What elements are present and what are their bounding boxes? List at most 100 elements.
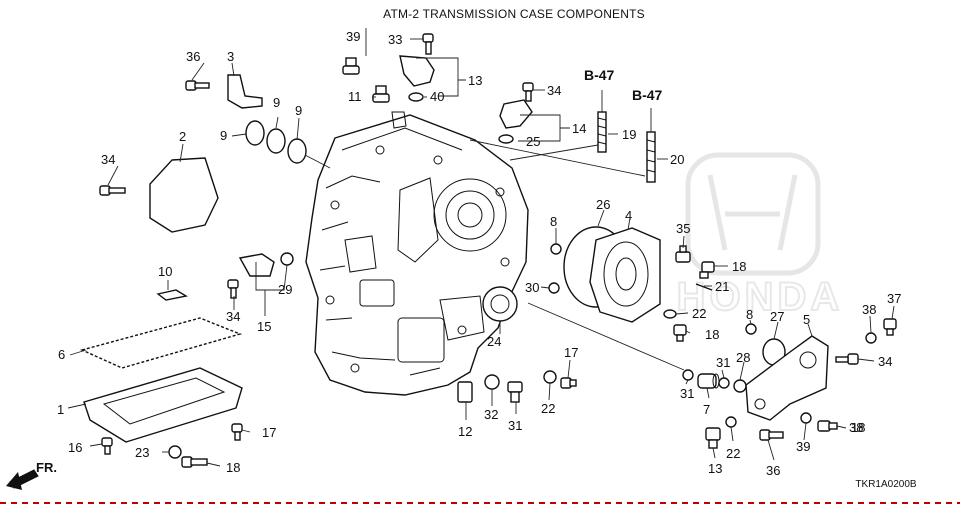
bolt-34-right bbox=[835, 353, 859, 365]
callout-label: 22 bbox=[692, 306, 706, 321]
drawing-code: TKR1A0200B bbox=[855, 479, 916, 490]
callout-label: 3 bbox=[227, 49, 234, 64]
end-cover-4 bbox=[589, 227, 661, 323]
bolt-32 bbox=[507, 381, 523, 403]
drain-bolt-17-right bbox=[231, 423, 243, 441]
callout-label: 2 bbox=[179, 129, 186, 144]
stud-bolt-21 bbox=[646, 131, 656, 183]
callout-label: 28 bbox=[736, 350, 750, 365]
sensor-16 bbox=[238, 253, 275, 277]
transmission-case bbox=[305, 111, 529, 396]
valve-body-5 bbox=[745, 335, 829, 421]
plug-40 bbox=[342, 57, 360, 75]
sensor-15 bbox=[499, 99, 533, 129]
washer-22-mid bbox=[663, 309, 677, 319]
o-ring-9 bbox=[245, 120, 307, 164]
callout-label: 17 bbox=[262, 425, 276, 440]
callout-label: 4 bbox=[625, 208, 632, 223]
callout-label: 29 bbox=[278, 282, 292, 297]
callout-label: 11 bbox=[348, 89, 362, 104]
callout-label: 34 bbox=[101, 152, 115, 167]
reference-label-b47-left: B-47 bbox=[584, 67, 615, 83]
bracket-3 bbox=[227, 74, 263, 109]
callout-label: 18 bbox=[732, 259, 746, 274]
cover-2 bbox=[149, 157, 219, 233]
callout-label: 9 bbox=[273, 95, 280, 110]
callout-label: 33 bbox=[388, 32, 402, 47]
washer-39-lower bbox=[800, 412, 812, 424]
callout-label: 9 bbox=[295, 103, 302, 118]
callout-label: 31 bbox=[680, 386, 694, 401]
honda-watermark-logo: HONDA bbox=[676, 152, 844, 320]
bolt-19 bbox=[181, 456, 208, 468]
callout-label: 10 bbox=[158, 264, 172, 279]
sensor-14 bbox=[399, 55, 435, 87]
callout-label: 24 bbox=[487, 334, 501, 349]
callout-label: 26 bbox=[596, 197, 610, 212]
callout-label: 18 bbox=[226, 460, 240, 475]
bolt-38-upper bbox=[883, 318, 897, 336]
callout-label: 13 bbox=[708, 461, 722, 476]
drain-bolt-17-left bbox=[101, 437, 113, 455]
callout-label: 18 bbox=[851, 420, 865, 435]
sensor-13 bbox=[705, 427, 721, 449]
callout-label: 5 bbox=[803, 312, 810, 327]
callout-label: 22 bbox=[726, 446, 740, 461]
reference-label-b47-right: B-47 bbox=[632, 87, 663, 103]
o-ring-26 bbox=[498, 134, 514, 144]
washer-24 bbox=[168, 445, 182, 459]
callout-label: 32 bbox=[484, 407, 498, 422]
bolt-34-right-top bbox=[522, 82, 534, 102]
bolt-34-top bbox=[422, 33, 434, 55]
clip-12 bbox=[457, 381, 473, 403]
o-ring-41 bbox=[408, 92, 424, 102]
gasket-6 bbox=[79, 317, 243, 369]
washer-31-lower bbox=[682, 369, 694, 381]
callout-label: 34 bbox=[226, 309, 240, 324]
callout-label: 7 bbox=[703, 402, 710, 417]
callout-label: 27 bbox=[770, 309, 784, 324]
callout-label: 8 bbox=[746, 307, 753, 322]
washer-8-lower bbox=[745, 323, 757, 335]
washer-22-upper bbox=[695, 283, 713, 291]
bolt-38-lower bbox=[817, 420, 838, 432]
leader-lines bbox=[67, 28, 895, 467]
washer-29 bbox=[733, 379, 747, 393]
washer-8-upper bbox=[550, 243, 562, 255]
callout-label: 34 bbox=[547, 83, 561, 98]
callout-label: 25 bbox=[526, 134, 540, 149]
callout-label: 39 bbox=[346, 29, 360, 44]
callout-label: 8 bbox=[550, 214, 557, 229]
bolt-18-mid bbox=[673, 324, 687, 342]
front-label: FR. bbox=[36, 460, 57, 475]
magnet-10 bbox=[156, 289, 188, 301]
oil-seal-25 bbox=[482, 286, 518, 322]
front-direction-arrow: FR. bbox=[6, 460, 57, 490]
watermark-brand: HONDA bbox=[677, 275, 844, 319]
washer-33 bbox=[484, 374, 500, 390]
callout-label: 15 bbox=[257, 319, 271, 334]
bolt-35 bbox=[99, 185, 126, 196]
callout-label: 21 bbox=[715, 279, 729, 294]
callout-label: 31 bbox=[508, 418, 522, 433]
callout-label: 34 bbox=[878, 354, 892, 369]
callout-labels: 1 2 3 4 5 6 7 8 8 9 9 9 10 11 12 13 13 1… bbox=[57, 29, 901, 478]
washer-23 bbox=[725, 416, 737, 428]
oil-pan-1 bbox=[83, 367, 243, 443]
filter-7 bbox=[697, 373, 720, 389]
callout-label: 39 bbox=[796, 439, 810, 454]
bolt-37 bbox=[185, 80, 210, 91]
bolt-18-upper bbox=[699, 261, 715, 279]
washer-31-left bbox=[548, 282, 560, 294]
callout-label: 35 bbox=[676, 221, 690, 236]
callout-label: 38 bbox=[862, 302, 876, 317]
callout-label: 30 bbox=[525, 280, 539, 295]
callout-label: 40 bbox=[430, 89, 444, 104]
callout-label: 36 bbox=[186, 49, 200, 64]
stud-bolt-20 bbox=[597, 111, 607, 153]
plug-11 bbox=[372, 85, 390, 103]
callout-label: 22 bbox=[541, 401, 555, 416]
washer-22-bottom bbox=[543, 370, 557, 384]
